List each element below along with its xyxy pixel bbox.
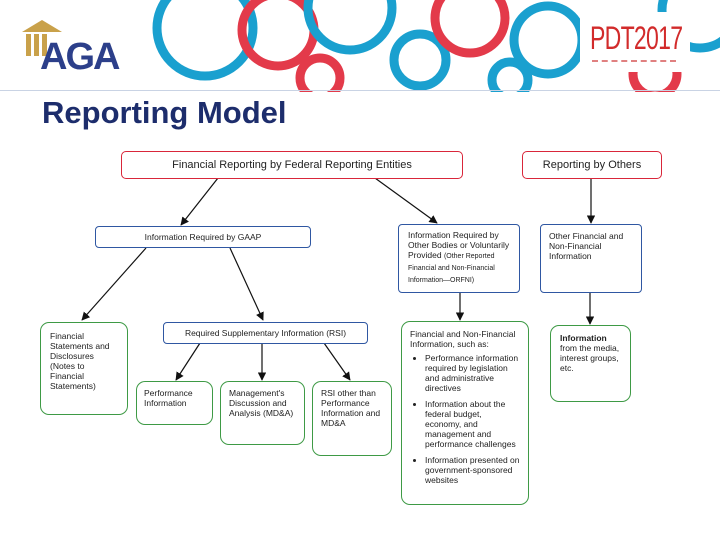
performance-info-label: Performance Information [144,388,193,408]
gaap-label: Information Required by GAAP [144,232,262,242]
rsi-other-box: RSI other than Performance Information a… [312,381,392,456]
aga-logo [22,20,62,56]
arrow-gaap-to-rsi [229,247,264,321]
reporting-by-others-box: Reporting by Others [522,151,662,179]
other-financial-label: Other Financial and Non-Financial Inform… [549,231,624,261]
mda-label: Management's Discussion and Analysis (MD… [229,388,294,418]
rsi-box: Required Supplementary Information (RSI) [163,322,368,344]
financial-statements-label: Financial Statements and Disclosures (No… [50,331,110,391]
other-financial-box: Other Financial and Non-Financial Inform… [540,224,642,293]
other-bodies-box: Information Required by Other Bodies or … [398,224,520,293]
fin-nonfin-list: Performance information required by legi… [410,353,520,485]
fin-nonfin-title: Financial and Non-Financial Information,… [410,329,516,349]
event-logo-dashes [592,60,676,65]
performance-info-box: Performance Information [136,381,213,425]
federal-reporting-label: Financial Reporting by Federal Reporting… [172,159,412,171]
aga-logo-text: AGA [40,36,120,78]
fin-nonfin-bullet: Information about the federal budget, ec… [425,399,520,449]
rsi-other-label: RSI other than Performance Information a… [321,388,381,428]
fin-nonfin-bullet: Information presented on government-spon… [425,455,520,485]
arrow-federal-to-gaap [180,177,219,226]
media-title: Information [560,333,607,343]
media-box: Information from the media, interest gro… [550,325,631,402]
reporting-by-others-label: Reporting by Others [542,159,642,171]
header-banner [152,0,720,92]
header-divider [0,90,720,91]
arrow-rsi-to-rsi-other [323,342,351,381]
fin-nonfin-bullet: Performance information required by legi… [425,353,520,393]
page-title: Reporting Model [42,95,287,130]
media-text: from the media, interest groups, etc. [560,343,620,373]
financial-statements-box: Financial Statements and Disclosures (No… [40,322,128,415]
gaap-box: Information Required by GAAP [95,226,311,248]
arrow-federal-to-other-bodies [374,177,438,224]
other-bodies-label: Information Required by Other Bodies or … [408,230,510,260]
other-bodies-note: (Other Reported Financial and Non-Financ… [408,253,495,284]
mda-box: Management's Discussion and Analysis (MD… [220,381,305,445]
fin-nonfin-box: Financial and Non-Financial Information,… [401,321,529,505]
arrow-rsi-to-performance [175,342,201,381]
federal-reporting-box: Financial Reporting by Federal Reporting… [121,151,463,179]
arrow-gaap-to-statements [81,247,147,321]
event-logo-text: PDT2017 [590,20,683,56]
rsi-label: Required Supplementary Information (RSI) [184,328,347,338]
